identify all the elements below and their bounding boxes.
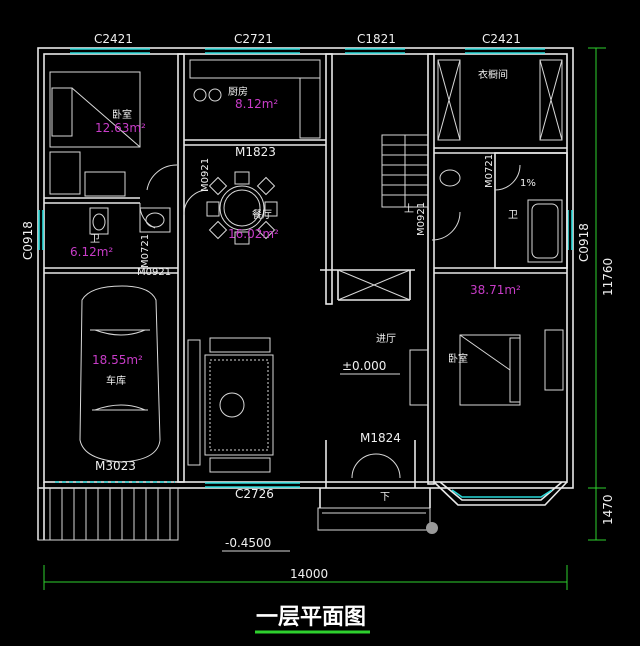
bath-left-fixtures — [89, 207, 171, 235]
level-label: -0.4500 — [225, 536, 271, 550]
bed-right — [459, 329, 564, 406]
top-windows — [38, 48, 573, 488]
bay-window — [433, 481, 568, 506]
room-name: 卧室 — [112, 108, 132, 121]
window-label: C2421 — [482, 32, 521, 46]
interior-walls — [44, 53, 568, 488]
door-label: M0921 — [200, 158, 211, 192]
room-name: 厨房 — [228, 85, 248, 98]
window-label: C1821 — [357, 32, 396, 46]
dining-table — [206, 171, 278, 245]
drawing-title: 一层平面图 — [256, 605, 366, 630]
room-area: 18.55m² — [92, 353, 143, 367]
slope-label: 1% — [520, 178, 536, 189]
living-sofa-set — [187, 337, 429, 473]
room-name: 衣橱间 — [478, 68, 508, 81]
room-area: 8.12m² — [235, 97, 278, 111]
door-label: M0721 — [140, 234, 151, 268]
garage-car — [79, 285, 161, 463]
entry-label: 下 — [380, 492, 390, 503]
door-label: M0921 — [416, 202, 427, 236]
total-depth-label: 11760 — [601, 258, 615, 296]
window-label: C0918 — [577, 223, 591, 262]
room-area: 16.02m² — [228, 227, 279, 241]
stair-label: 上 — [404, 203, 414, 215]
kitchen-counters — [189, 59, 321, 139]
level-label: ±0.000 — [342, 359, 386, 373]
door-label: M0921 — [137, 267, 171, 278]
room-name: 卧室 — [448, 352, 468, 365]
room-name: 卫 — [508, 210, 518, 221]
door-label: M1824 — [360, 431, 401, 445]
window-label: C0918 — [21, 221, 35, 260]
stairs — [381, 134, 429, 208]
labels: C2421 C2721 C1821 C2421 C2726 M3023 C091… — [21, 32, 615, 630]
room-area: 12.63m² — [95, 121, 146, 135]
wardrobe — [437, 59, 563, 141]
porch — [37, 487, 438, 541]
door-label: M0721 — [484, 154, 495, 188]
room-area: 6.12m² — [70, 245, 113, 259]
bed-left — [49, 71, 141, 197]
window-label: C2421 — [94, 32, 133, 46]
total-width-label: 14000 — [290, 567, 328, 581]
garage-door-label: M3023 — [95, 459, 136, 473]
bath-right-fixtures — [439, 169, 563, 263]
porch-depth-label: 1470 — [601, 494, 615, 525]
room-name: 卫 — [90, 234, 100, 245]
dimension-lines — [43, 47, 606, 590]
room-name: 进厅 — [376, 333, 396, 345]
door-label: M1823 — [235, 145, 276, 159]
door-swings — [139, 164, 521, 479]
window-label: C2721 — [234, 32, 273, 46]
window-label: C2726 — [235, 487, 274, 501]
room-name: 车库 — [106, 374, 126, 387]
room-name: 餐厅 — [252, 208, 272, 221]
room-area: 38.71m² — [470, 283, 521, 297]
